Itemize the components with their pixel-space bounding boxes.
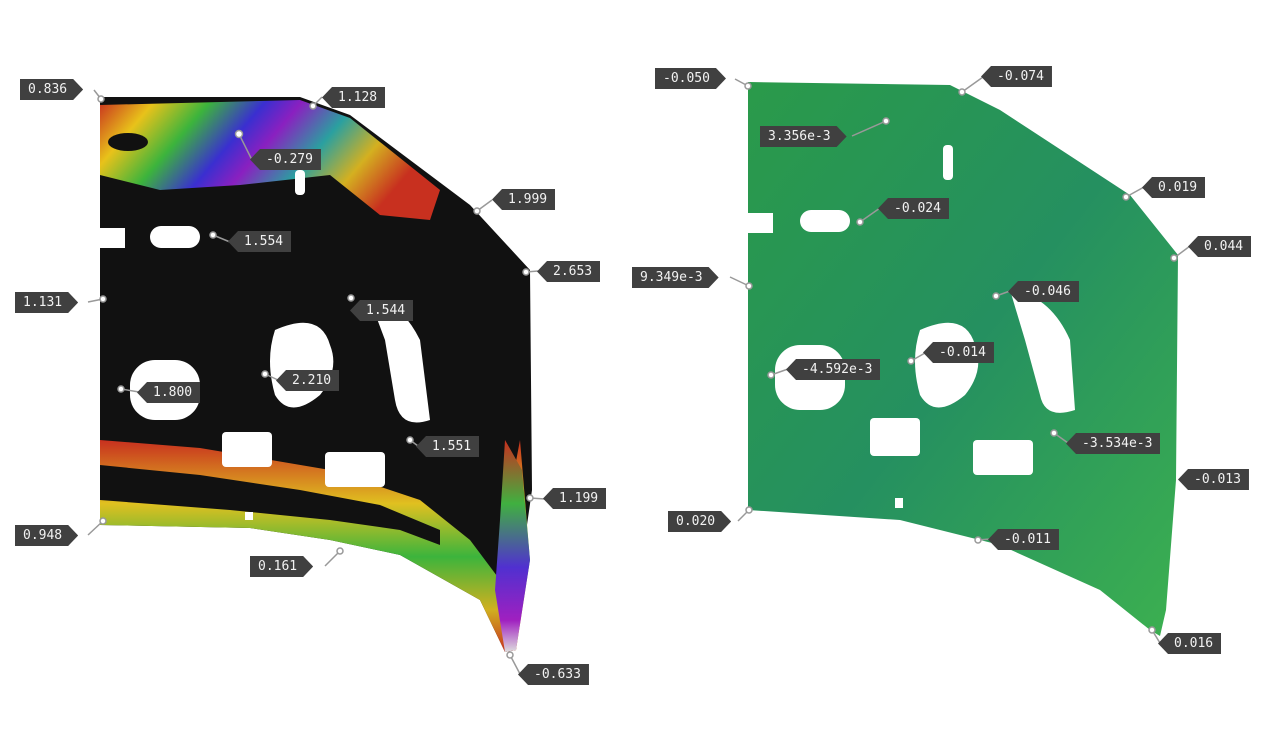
- measurement-label: 0.016: [1158, 633, 1222, 654]
- measurement-label: 0.948: [15, 525, 78, 546]
- measurement-label: 0.044: [1188, 236, 1252, 257]
- measurement-label: -0.014: [923, 342, 994, 363]
- measurement-label: -4.592e-3: [786, 359, 881, 380]
- measurement-label: 1.544: [350, 300, 414, 321]
- measurement-label: -0.279: [250, 149, 321, 170]
- measurement-label: 9.349e-3: [632, 267, 719, 288]
- measurement-label: 0.020: [668, 511, 731, 532]
- measurement-label: -0.024: [878, 198, 949, 219]
- measurement-label: 2.653: [537, 261, 601, 282]
- measurement-label: 1.128: [322, 87, 386, 108]
- measurement-label: 1.999: [492, 189, 556, 210]
- color-band-bottom: [100, 440, 530, 652]
- measurement-label: 1.131: [15, 292, 78, 313]
- measurement-label: -3.534e-3: [1066, 433, 1161, 454]
- measurement-label: -0.074: [981, 66, 1052, 87]
- measurement-label: 0.161: [250, 556, 313, 577]
- measurement-label: 0.019: [1142, 177, 1206, 198]
- measurement-label: -0.011: [988, 529, 1059, 550]
- measurement-label: 1.199: [543, 488, 607, 509]
- measurement-label: -0.046: [1008, 281, 1079, 302]
- measurement-label: 1.554: [228, 231, 292, 252]
- measurement-label: 0.836: [20, 79, 83, 100]
- measurement-label: -0.050: [655, 68, 726, 89]
- measurement-label: 2.210: [276, 370, 340, 391]
- measurement-label: 1.551: [416, 436, 480, 457]
- measurement-label: -0.633: [518, 664, 589, 685]
- measurement-label: -0.013: [1178, 469, 1249, 490]
- leader-lines: [87, 76, 1191, 675]
- measurement-label: 3.356e-3: [760, 126, 847, 147]
- measurement-label: 1.800: [137, 382, 201, 403]
